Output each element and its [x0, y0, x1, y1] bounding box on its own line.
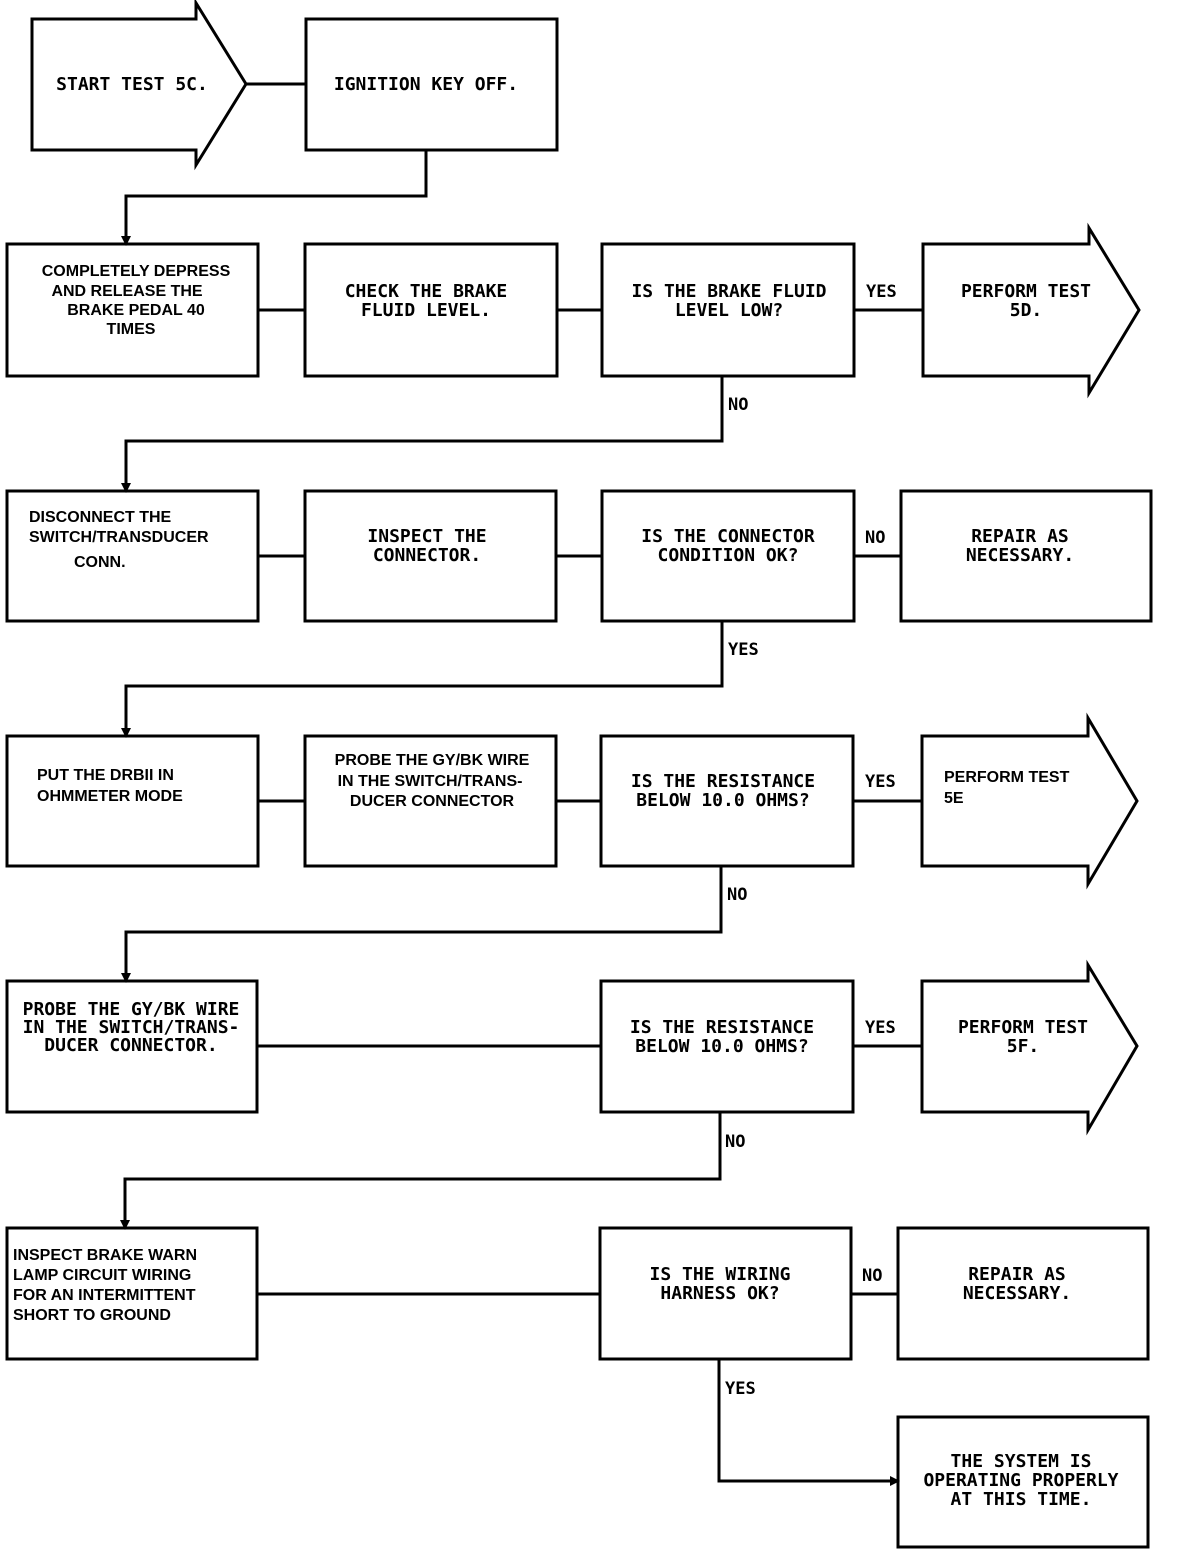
arrowhead-drbii: [121, 728, 131, 738]
depress-box: [5, 242, 260, 378]
arrowhead-disconnect: [121, 483, 131, 493]
label-fluid-no: NO: [728, 395, 748, 415]
connector-wiring-yes: [717, 1359, 898, 1483]
label-res1-yes: YES: [865, 772, 896, 792]
inspect-wiring-box: [5, 1226, 259, 1361]
test-5e-arrow: [920, 712, 1139, 890]
connector-conn-yes: [124, 621, 724, 736]
check-fluid-box: [303, 242, 559, 378]
q-resistance-1-box: [599, 734, 855, 868]
probe-1-box: [303, 734, 558, 868]
arrowhead-system-ok: [890, 1476, 900, 1486]
connector-res1-no: [124, 866, 723, 981]
label-res2-no: NO: [725, 1132, 745, 1152]
label-conn-yes: YES: [728, 640, 759, 660]
q-fluid-low-box: [600, 242, 856, 378]
test-5f-arrow: [920, 959, 1139, 1136]
connector-res2-no: [123, 1112, 722, 1228]
drbii-box: [5, 734, 260, 868]
label-res1-no: NO: [727, 885, 747, 905]
connector-ignition-depress: [124, 150, 428, 244]
start-arrow: [30, 0, 248, 171]
start-text: START TEST 5C.: [56, 74, 208, 95]
probe-2-box: [5, 979, 259, 1114]
arrowheads: [120, 236, 900, 1486]
ignition-text: IGNITION KEY OFF.: [334, 74, 518, 95]
ignition-box: [304, 17, 559, 152]
arrowhead-probe-2: [121, 973, 131, 983]
arrowhead-depress: [121, 236, 131, 246]
label-res2-yes: YES: [865, 1018, 896, 1038]
q-wiring-ok-box: [598, 1226, 853, 1361]
connector-fluid-no: [124, 376, 724, 491]
inspect-connector-box: [303, 489, 558, 623]
repair-1-box: [899, 489, 1153, 623]
disconnect-box: [5, 489, 260, 623]
q-resistance-2-box: [599, 979, 855, 1114]
label-conn-no: NO: [865, 528, 885, 548]
arrowhead-inspect-wiring: [120, 1220, 130, 1230]
label-wiring-no: NO: [862, 1266, 882, 1286]
repair-2-box: [896, 1226, 1150, 1361]
q-connector-ok-box: [600, 489, 856, 623]
label-wiring-yes: YES: [725, 1379, 756, 1399]
test-5d-arrow: [921, 222, 1141, 399]
label-fluid-yes: YES: [866, 282, 897, 302]
